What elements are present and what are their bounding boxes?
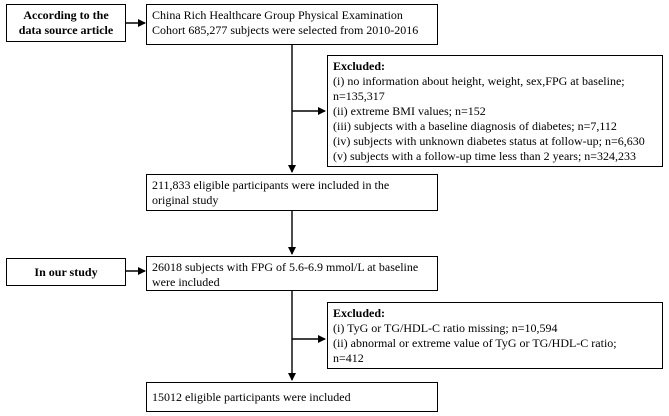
- fpg-line-2: were included: [152, 275, 220, 289]
- cohort-line-1: China Rich Healthcare Group Physical Exa…: [152, 8, 403, 22]
- exclusion-1-line-3: (ii) extreme BMI values; n=152: [333, 104, 486, 118]
- eligible-original-line-2: original study: [152, 193, 219, 207]
- final-box: 15012 eligible participants were include…: [146, 382, 438, 412]
- study-label-box: In our study: [6, 258, 126, 286]
- source-label-line-2: data source article: [18, 23, 114, 37]
- source-label-line-1: According to the: [23, 8, 109, 22]
- eligible-original-box: 211,833 eligible participants were inclu…: [146, 174, 438, 211]
- fpg-box: 26018 subjects with FPG of 5.6-6.9 mmol/…: [146, 256, 438, 291]
- exclusion-1-line-2: n=135,317: [333, 89, 385, 103]
- exclusion-box-1: Excluded: (i) no information about heigh…: [327, 55, 663, 167]
- exclusion-2-line-3: n=412: [333, 351, 364, 365]
- exclusion-2-line-1: (i) TyG or TG/HDL-C ratio missing; n=10,…: [333, 321, 558, 335]
- final-line-1: 15012 eligible participants were include…: [152, 389, 351, 404]
- cohort-line-2: Cohort 685,277 subjects were selected fr…: [152, 23, 419, 37]
- exclusion-1-line-5: (iv) subjects with unknown diabetes stat…: [333, 134, 645, 148]
- cohort-box: China Rich Healthcare Group Physical Exa…: [146, 4, 438, 45]
- eligible-original-line-1: 211,833 eligible participants were inclu…: [152, 178, 390, 192]
- exclusion-1-line-1: (i) no information about height, weight,…: [333, 74, 625, 88]
- exclusion-1-line-4: (iii) subjects with a baseline diagnosis…: [333, 119, 617, 133]
- exclusion-box-2: Excluded: (i) TyG or TG/HDL-C ratio miss…: [327, 302, 663, 369]
- fpg-line-1: 26018 subjects with FPG of 5.6-6.9 mmol/…: [152, 260, 419, 274]
- exclusion-1-line-6: (v) subjects with a follow-up time less …: [333, 149, 637, 163]
- exclusion-2-title: Excluded:: [333, 306, 386, 320]
- study-label-line-1: In our study: [34, 264, 98, 279]
- exclusion-2-line-2: (ii) abnormal or extreme value of TyG or…: [333, 336, 617, 350]
- exclusion-1-title: Excluded:: [333, 59, 386, 73]
- source-label-box: According to the data source article: [6, 4, 126, 42]
